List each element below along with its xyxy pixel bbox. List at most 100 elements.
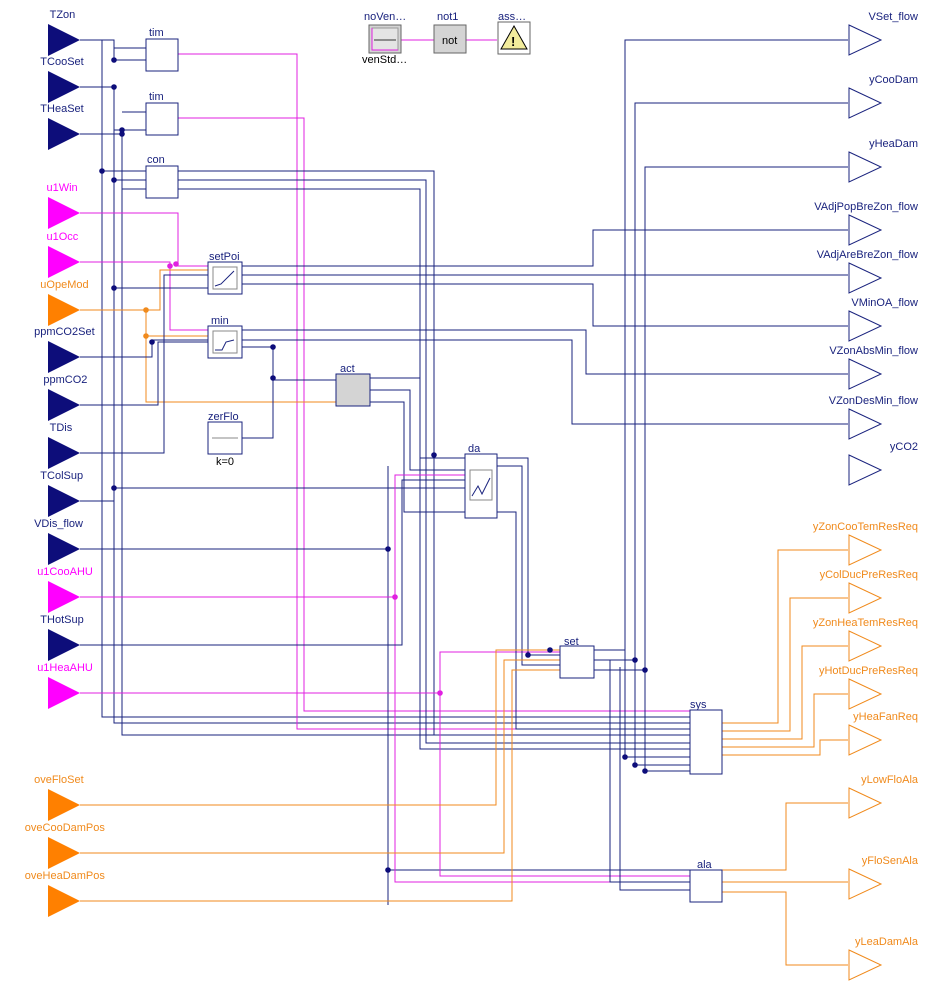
min-label: min xyxy=(211,315,229,327)
tim-block-2[interactable]: tim xyxy=(145,91,179,136)
input-u1CooAHU[interactable]: u1CooAHU xyxy=(37,566,93,613)
output-VZonDesMin_flow[interactable]: VZonDesMin_flow xyxy=(829,395,918,440)
not1-text: not xyxy=(442,35,457,47)
output-VAdjAreBreZon_flow[interactable]: VAdjAreBreZon_flow xyxy=(817,249,918,294)
tim2-label: tim xyxy=(149,91,164,103)
output-VSet_flow[interactable]: VSet_flow xyxy=(848,11,918,56)
output-yZonCooTemResReq[interactable]: yZonCooTemResReq xyxy=(813,521,918,566)
input-triangle-icon xyxy=(48,24,80,56)
tim-block-1[interactable]: tim xyxy=(145,27,179,72)
output-yCooDam[interactable]: yCooDam xyxy=(848,74,918,119)
input-TDis[interactable]: TDis xyxy=(48,422,80,469)
output-triangle-icon xyxy=(848,262,883,294)
noVen-label: noVen… xyxy=(364,11,406,23)
output-triangle-icon xyxy=(848,358,883,390)
output-triangle-icon xyxy=(848,582,883,614)
input-u1HeaAHU[interactable]: u1HeaAHU xyxy=(37,662,93,709)
output-label: yZonHeaTemResReq xyxy=(813,617,918,629)
output-label: VZonDesMin_flow xyxy=(829,395,918,407)
output-triangle-icon xyxy=(848,454,883,486)
output-yFloSenAla[interactable]: yFloSenAla xyxy=(848,855,919,900)
act-block[interactable]: act xyxy=(335,363,371,407)
input-triangle-icon xyxy=(48,789,80,821)
input-VDis_flow[interactable]: VDis_flow xyxy=(34,518,83,565)
output-triangle-icon xyxy=(848,310,883,342)
output-VAdjPopBreZon_flow[interactable]: VAdjPopBreZon_flow xyxy=(814,201,918,246)
output-yHotDucPreResReq[interactable]: yHotDucPreResReq xyxy=(819,665,918,710)
input-label: ppmCO2 xyxy=(43,374,87,386)
input-label: u1Win xyxy=(47,182,78,194)
min-block[interactable]: min xyxy=(207,315,243,359)
output-label: VAdjAreBreZon_flow xyxy=(817,249,918,261)
input-label: uOpeMod xyxy=(40,279,88,291)
input-oveHeaDamPos[interactable]: oveHeaDamPos xyxy=(25,870,106,917)
input-label: oveCooDamPos xyxy=(25,822,106,834)
output-yCO2[interactable]: yCO2 xyxy=(848,441,918,486)
output-label: VSet_flow xyxy=(868,11,918,23)
output-yHeaDam[interactable]: yHeaDam xyxy=(848,138,918,183)
input-uOpeMod[interactable]: uOpeMod xyxy=(40,279,89,326)
output-yHeaFanReq[interactable]: yHeaFanReq xyxy=(848,711,918,756)
sys-label: sys xyxy=(690,699,707,711)
input-triangle-icon xyxy=(48,533,80,565)
input-THotSup[interactable]: THotSup xyxy=(40,614,84,661)
noVen-block[interactable]: noVen… venStd… xyxy=(362,11,407,66)
input-label: TDis xyxy=(50,422,73,434)
input-ppmCO2[interactable]: ppmCO2 xyxy=(43,374,87,421)
zerFlo-label: zerFlo xyxy=(208,411,239,423)
da-block[interactable]: da xyxy=(464,443,498,519)
output-label: VAdjPopBreZon_flow xyxy=(814,201,918,213)
con-label: con xyxy=(147,154,165,166)
output-VZonAbsMin_flow[interactable]: VZonAbsMin_flow xyxy=(829,345,918,390)
input-oveFloSet[interactable]: oveFloSet xyxy=(34,774,84,821)
assert-block[interactable]: ! ass… xyxy=(497,11,531,55)
input-label: TColSup xyxy=(40,470,83,482)
input-label: TCooSet xyxy=(40,56,83,68)
input-u1Win[interactable]: u1Win xyxy=(47,182,81,229)
output-triangle-icon xyxy=(848,724,883,756)
set-label: set xyxy=(564,636,579,648)
output-label: yHeaFanReq xyxy=(853,711,918,723)
integer-junctions xyxy=(143,307,149,339)
input-label: ppmCO2Set xyxy=(34,326,95,338)
output-yColDucPreResReq[interactable]: yColDucPreResReq xyxy=(820,569,918,614)
set-block[interactable]: set xyxy=(559,636,595,679)
input-TZon[interactable]: TZon xyxy=(48,9,80,56)
output-label: VZonAbsMin_flow xyxy=(829,345,918,357)
output-triangle-icon xyxy=(848,868,883,900)
con-block[interactable]: con xyxy=(145,154,179,199)
input-THeaSet[interactable]: THeaSet xyxy=(40,103,84,150)
output-VMinOA_flow[interactable]: VMinOA_flow xyxy=(848,297,918,342)
not1-block[interactable]: not not1 xyxy=(433,11,467,54)
input-triangle-icon xyxy=(48,885,80,917)
input-TColSup[interactable]: TColSup xyxy=(40,470,83,517)
output-label: yFloSenAla xyxy=(862,855,919,867)
output-triangle-icon xyxy=(848,24,883,56)
input-triangle-icon xyxy=(48,341,80,373)
output-label: yColDucPreResReq xyxy=(820,569,918,581)
sys-block[interactable]: sys xyxy=(689,699,723,775)
output-triangle-icon xyxy=(848,151,883,183)
input-TCooSet[interactable]: TCooSet xyxy=(40,56,84,103)
output-yLowFloAla[interactable]: yLowFloAla xyxy=(848,774,919,819)
output-yLeaDamAla[interactable]: yLeaDamAla xyxy=(848,936,919,981)
output-triangle-icon xyxy=(848,534,883,566)
output-label: VMinOA_flow xyxy=(851,297,918,309)
output-yZonHeaTemResReq[interactable]: yZonHeaTemResReq xyxy=(813,617,918,662)
output-label: yCO2 xyxy=(890,441,918,453)
input-label: oveHeaDamPos xyxy=(25,870,106,882)
zerFlo-block[interactable]: zerFlo k=0 xyxy=(207,411,243,468)
input-oveCooDamPos[interactable]: oveCooDamPos xyxy=(25,822,106,869)
setPoi-block[interactable]: setPoi xyxy=(207,251,243,295)
warning-icon: ! xyxy=(511,34,515,49)
input-triangle-icon xyxy=(48,71,80,103)
output-triangle-icon xyxy=(848,87,883,119)
input-triangle-icon xyxy=(48,389,80,421)
output-triangle-icon xyxy=(848,214,883,246)
output-label: yLeaDamAla xyxy=(855,936,919,948)
input-ppmCO2Set[interactable]: ppmCO2Set xyxy=(34,326,95,373)
input-u1Occ[interactable]: u1Occ xyxy=(47,231,81,278)
ala-block[interactable]: ala xyxy=(689,859,723,903)
